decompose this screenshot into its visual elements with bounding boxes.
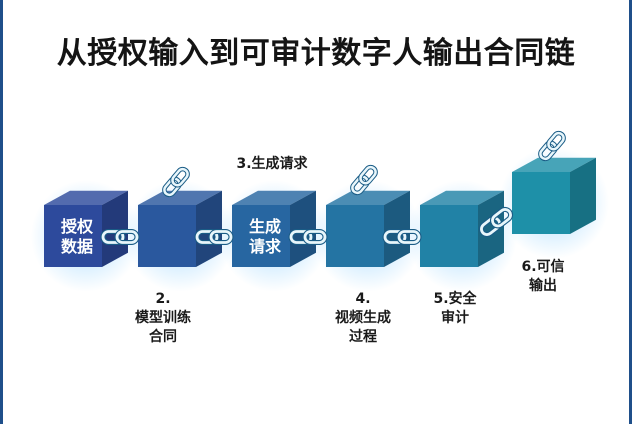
cube-side-face: [384, 190, 410, 267]
cube-front-face: [44, 205, 102, 267]
label-step5: 5.安全 审计: [433, 291, 477, 326]
chain-link-icon: [350, 164, 378, 196]
cube-top-face: [420, 190, 504, 205]
label-step3: 3.生成请求: [236, 156, 308, 172]
chain-link-ring: [115, 230, 139, 244]
cube-side-face: [196, 190, 222, 267]
chain-link-ring: [171, 167, 189, 187]
chain-link-ring: [539, 141, 557, 161]
cube-label: 授权: [61, 217, 94, 236]
cube-side-face: [570, 157, 596, 234]
label-step2: 2. 模型训练 合同: [135, 291, 191, 345]
chain-link-ring: [209, 230, 233, 244]
cube-front-face: [512, 172, 570, 234]
chain-link-ring: [383, 230, 407, 244]
cube-label: 生成: [249, 217, 281, 236]
cube-4: [326, 190, 410, 267]
cube-2: [138, 190, 222, 267]
cube-3: 生成请求: [232, 190, 316, 267]
chain-links: [100, 130, 566, 245]
chain-link-icon: [538, 130, 566, 162]
cube-front-face: [326, 205, 384, 267]
cube-top-face: [326, 190, 410, 205]
chain-link-icon: [194, 229, 234, 245]
chain-link-ring: [491, 208, 512, 228]
chain-link-icon: [288, 229, 328, 245]
chain-link-icon: [478, 206, 514, 238]
cube-label: 请求: [249, 237, 282, 256]
cube-side-face: [102, 190, 128, 267]
chain-link-ring: [359, 165, 377, 185]
cube-6: [512, 157, 596, 234]
chain-link-ring: [351, 175, 369, 195]
chain-link-ring: [397, 230, 421, 244]
chain-link-icon: [382, 229, 422, 245]
cube-5: [420, 190, 504, 267]
label-step6: 6.可信 输出: [521, 259, 565, 294]
chain-link-ring: [480, 216, 501, 236]
label-step4: 4. 视频生成 过程: [335, 291, 391, 345]
cube-front-face: [138, 205, 196, 267]
cube-top-face: [44, 190, 128, 205]
chain-link-icon: [100, 229, 140, 245]
cube-front-face: [420, 205, 478, 267]
chain-link-ring: [289, 230, 313, 244]
cube-top-face: [512, 157, 596, 172]
cube-label: 数据: [61, 237, 93, 256]
cube-top-face: [232, 190, 316, 205]
cube-top-face: [138, 190, 222, 205]
cube-front-face: [232, 205, 290, 267]
chain-link-icon: [162, 166, 190, 198]
chain-link-ring: [163, 177, 181, 197]
page-title: 从授权输入到可审计数字人输出合同链: [56, 36, 576, 71]
chain-link-ring: [195, 230, 219, 244]
chain-link-ring: [101, 230, 125, 244]
cube-side-face: [478, 190, 504, 267]
cube-side-face: [290, 190, 316, 267]
chain-link-ring: [303, 230, 327, 244]
chain-link-ring: [547, 131, 565, 151]
